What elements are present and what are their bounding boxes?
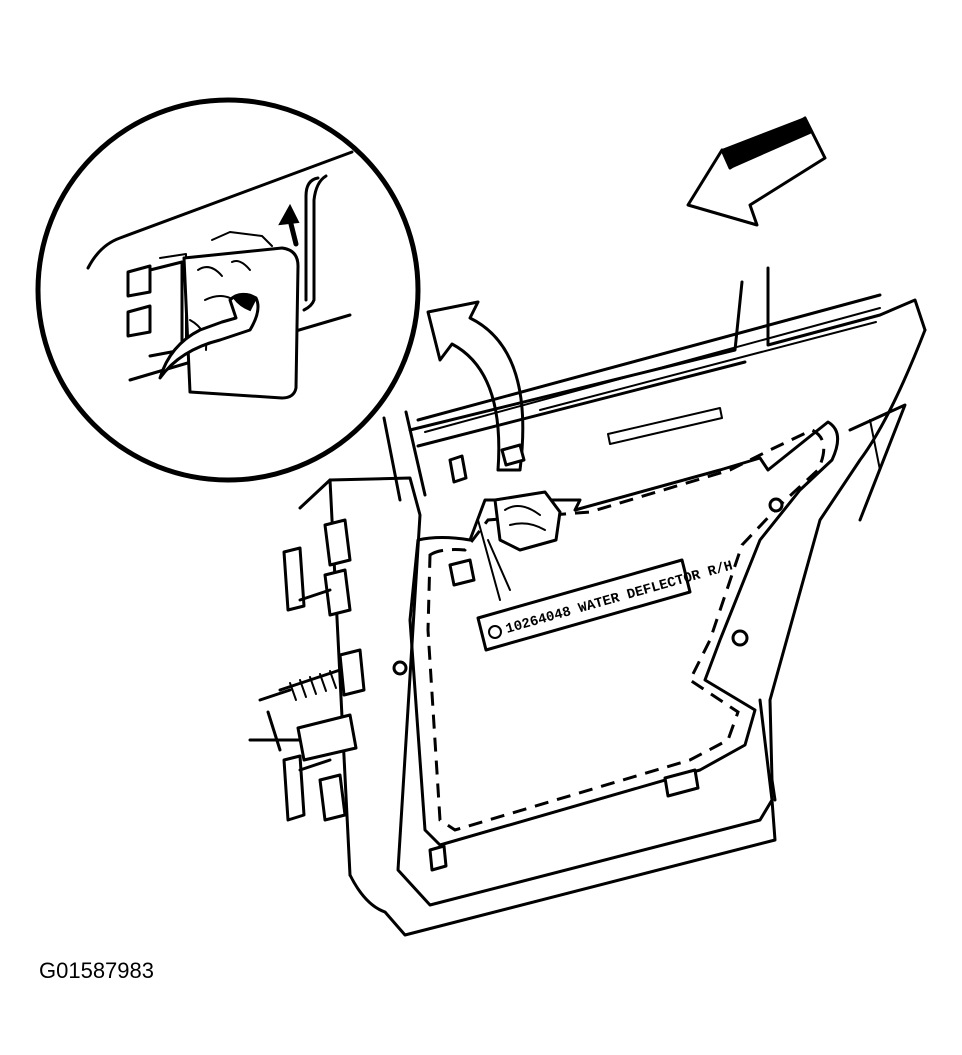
inner-handle-mechanism [448, 490, 562, 601]
magnified-detail-circle [35, 97, 421, 483]
view-direction-arrow-icon [686, 116, 827, 227]
clip-bracket [126, 253, 187, 358]
door-hinges [282, 518, 352, 822]
deflector-label-text: 10264048 WATER DEFLECTOR R/H [504, 558, 735, 637]
door-handle-lever [158, 293, 260, 380]
detail-callout-arrow-icon [426, 300, 525, 472]
door-check-spring [248, 648, 366, 762]
water-deflector-label: 10264048 WATER DEFLECTOR R/H [476, 558, 735, 652]
up-arrow-icon [278, 203, 300, 247]
rear-door: 10264048 WATER DEFLECTOR R/H [248, 266, 927, 937]
figure-id: G01587983 [39, 958, 154, 983]
